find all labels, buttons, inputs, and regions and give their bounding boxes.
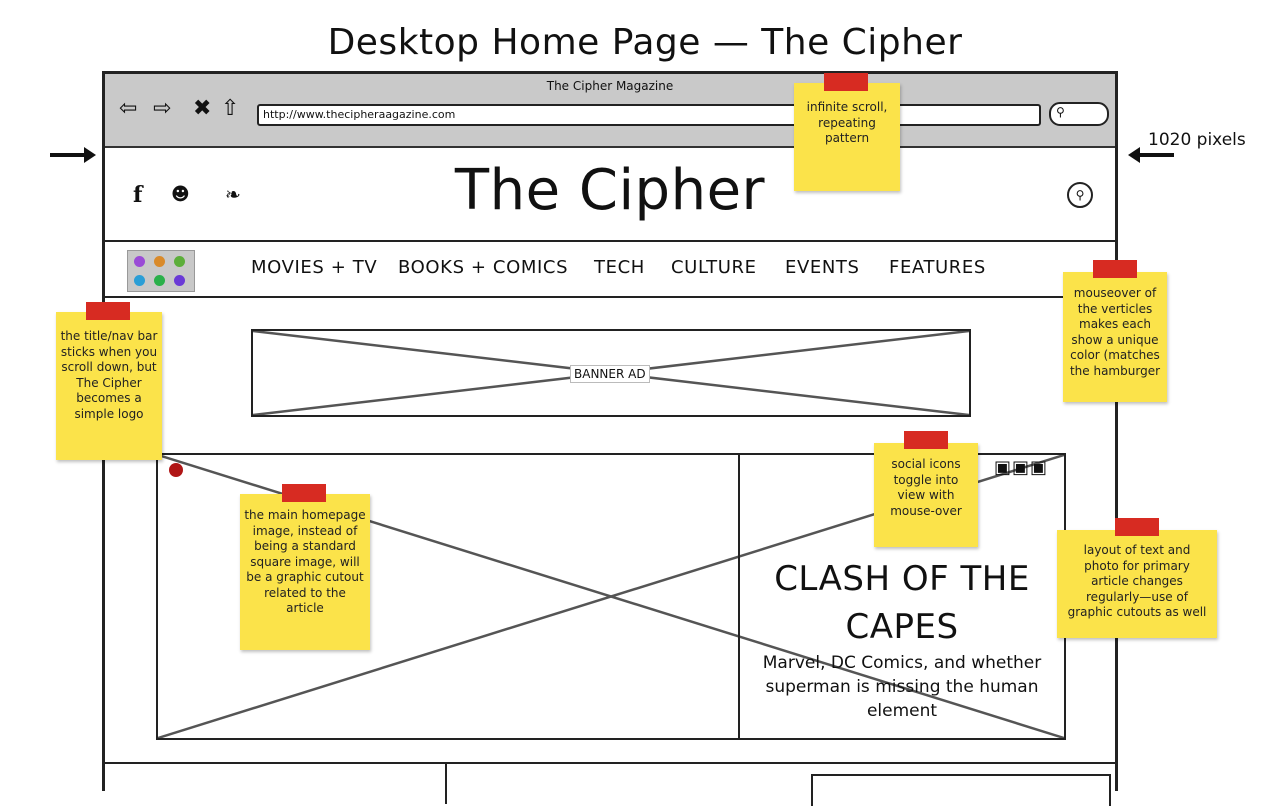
search-icon: ⚲ <box>1056 105 1065 119</box>
back-icon[interactable]: ⇦ <box>119 96 138 121</box>
page-title: Desktop Home Page — The Cipher <box>327 22 963 63</box>
note-text: social icons toggle into view with mouse… <box>890 457 962 518</box>
twitter-icon[interactable]: ❧ <box>225 184 241 206</box>
site-brand[interactable]: The Cipher <box>454 158 766 223</box>
hero-dek: Marvel, DC Comics, and whether superman … <box>762 653 1042 721</box>
browser-window: The Cipher Magazine ⇦ ⇨ ✖ ⇧ http://www.t… <box>102 71 1118 806</box>
browser-search-field[interactable]: ⚲ <box>1049 102 1109 126</box>
note-text: the main homepage image, instead of bein… <box>244 508 366 615</box>
hamburger-menu[interactable] <box>127 250 195 292</box>
hero-headline[interactable]: CLASH OF THE CAPES <box>740 555 1064 651</box>
nav-item-events[interactable]: EVENTS <box>785 257 860 278</box>
sticky-note-verticles: mouseover of the verticles makes each sh… <box>1063 260 1167 402</box>
hamburger-dot <box>154 256 165 267</box>
site-search-icon[interactable]: ⚲ <box>1067 182 1093 208</box>
note-text: mouseover of the verticles makes each sh… <box>1069 286 1161 378</box>
note-text: infinite scroll, repeating pattern <box>806 100 888 145</box>
next-card <box>811 774 1111 806</box>
home-icon[interactable]: ⇧ <box>221 96 240 121</box>
hero-social-icons[interactable]: ▣▣▣ <box>994 457 1049 478</box>
note-text: layout of text and photo for primary art… <box>1067 543 1207 619</box>
right-width-arrow <box>1128 147 1174 163</box>
forward-icon[interactable]: ⇨ <box>153 96 172 121</box>
headline-line-1: CLASH OF THE <box>774 559 1030 599</box>
banner-ad[interactable]: BANNER AD <box>251 329 971 417</box>
hero-marker-dot <box>169 463 183 477</box>
url-input[interactable]: http://www.thecipheraagazine.com <box>257 104 1041 126</box>
nav-item-books-comics[interactable]: BOOKS + COMICS <box>398 257 569 278</box>
left-width-arrow <box>50 147 96 163</box>
note-tape <box>86 302 130 320</box>
next-row-preview <box>105 762 1115 806</box>
facebook-icon[interactable]: f <box>133 182 143 208</box>
hamburger-dot <box>174 256 185 267</box>
window-title: The Cipher Magazine <box>546 79 674 93</box>
browser-chrome: The Cipher Magazine ⇦ ⇨ ✖ ⇧ http://www.t… <box>105 74 1115 148</box>
site-header: f ☻ ❧ The Cipher ⚲ <box>105 146 1115 242</box>
sticky-note-sticky-nav: the title/nav bar sticks when you scroll… <box>56 302 162 460</box>
close-icon[interactable]: ✖ <box>193 96 212 121</box>
sticky-note-infinite-scroll: infinite scroll, repeating pattern <box>794 73 900 191</box>
nav-item-tech[interactable]: TECH <box>594 257 645 278</box>
nav-item-culture[interactable]: CULTURE <box>671 257 757 278</box>
main-nav: MOVIES + TV BOOKS + COMICS TECH CULTURE … <box>105 242 1115 298</box>
note-tape <box>282 484 326 502</box>
sticky-note-main-image: the main homepage image, instead of bein… <box>240 484 370 650</box>
hamburger-dot <box>134 275 145 286</box>
note-tape <box>1115 518 1159 536</box>
headline-line-2: CAPES <box>845 607 959 647</box>
hamburger-dot <box>134 256 145 267</box>
nav-item-features[interactable]: FEATURES <box>889 257 986 278</box>
note-tape <box>1093 260 1137 278</box>
reddit-icon[interactable]: ☻ <box>171 184 190 205</box>
hamburger-dot <box>154 275 165 286</box>
note-tape <box>824 73 868 91</box>
hero-divider <box>738 455 740 738</box>
sticky-note-social-toggle: social icons toggle into view with mouse… <box>874 431 978 547</box>
note-text: the title/nav bar sticks when you scroll… <box>60 329 158 421</box>
banner-label: BANNER AD <box>570 365 650 383</box>
sticky-note-layout: layout of text and photo for primary art… <box>1057 518 1217 638</box>
hamburger-dot <box>174 275 185 286</box>
nav-item-movies-tv[interactable]: MOVIES + TV <box>251 257 378 278</box>
width-annotation: 1020 pixels <box>1148 130 1246 150</box>
column-divider <box>445 764 447 804</box>
note-tape <box>904 431 948 449</box>
